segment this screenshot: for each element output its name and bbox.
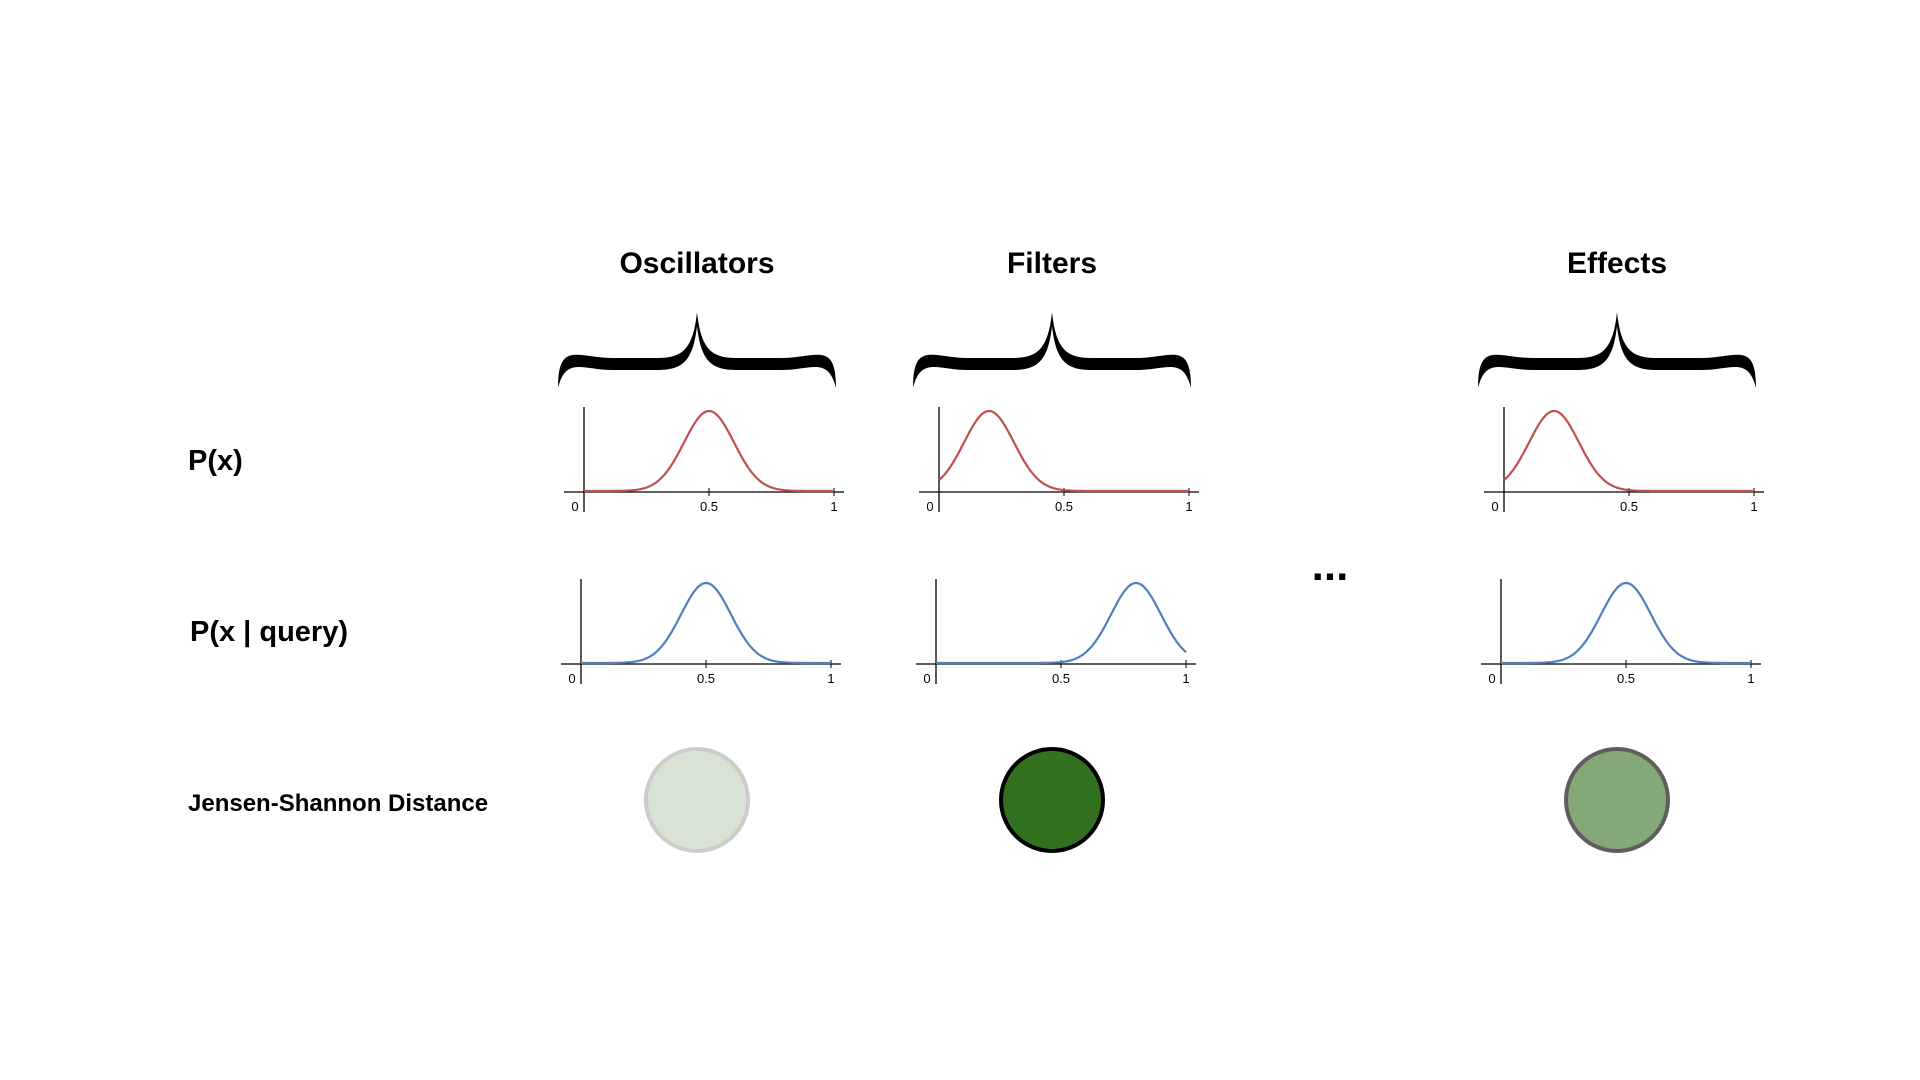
- tick-label: 0.5: [1617, 671, 1635, 686]
- tick-label: 0: [1491, 499, 1498, 514]
- tick-label: 0.5: [1620, 499, 1638, 514]
- density-curve: [1501, 581, 1751, 665]
- tick-label: 0: [926, 499, 933, 514]
- column-title: Filters: [1007, 247, 1097, 280]
- tick-label: 1: [1747, 671, 1754, 686]
- curly-brace: [1478, 312, 1756, 388]
- row-label-prior: P(x): [188, 445, 243, 477]
- row-label-posterior: P(x | query): [190, 616, 348, 648]
- distance-circle: [1564, 747, 1670, 853]
- tick-label: 0.5: [697, 671, 715, 686]
- density-curve: [1503, 409, 1754, 493]
- curly-brace: [913, 312, 1191, 388]
- tick-label: 0.5: [1052, 671, 1070, 686]
- column-title: Oscillators: [619, 247, 774, 280]
- tick-label: 1: [1750, 499, 1757, 514]
- density-curve: [581, 581, 831, 665]
- tick-label: 0: [923, 671, 930, 686]
- density-curve: [584, 409, 834, 493]
- density-curve: [938, 409, 1189, 493]
- row-label-distance: Jensen-Shannon Distance: [188, 790, 488, 817]
- tick-label: 0: [571, 499, 578, 514]
- column-title: Effects: [1567, 247, 1667, 280]
- curly-brace: [558, 312, 836, 388]
- tick-label: 0: [1488, 671, 1495, 686]
- tick-label: 1: [830, 499, 837, 514]
- tick-label: 1: [827, 671, 834, 686]
- ellipsis: ...: [1312, 541, 1349, 590]
- tick-label: 0: [568, 671, 575, 686]
- density-curve: [936, 581, 1187, 665]
- distance-circle: [644, 747, 750, 853]
- distance-circle: [999, 747, 1105, 853]
- tick-label: 1: [1185, 499, 1192, 514]
- tick-label: 1: [1182, 671, 1189, 686]
- tick-label: 0.5: [700, 499, 718, 514]
- tick-label: 0.5: [1055, 499, 1073, 514]
